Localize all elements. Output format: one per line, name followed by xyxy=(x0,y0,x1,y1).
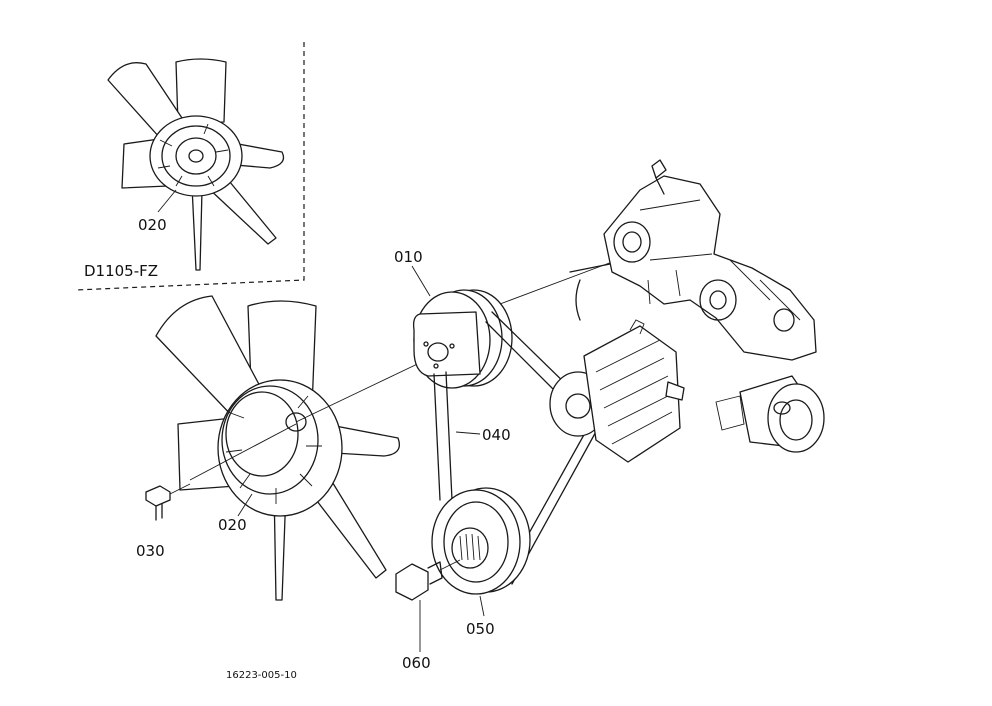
figure-code: 16223-005-10 xyxy=(226,670,297,681)
alternator-drawing xyxy=(549,319,685,463)
variant-label: D1105-FZ xyxy=(84,262,158,280)
inset-fan-drawing xyxy=(107,58,285,271)
oil-filter-drawing xyxy=(715,375,825,453)
fan-callout: 020 xyxy=(218,516,247,534)
pulley-bolt-callout: 060 xyxy=(402,654,431,672)
main-fan-drawing xyxy=(155,295,431,601)
inset-fan-callout: 020 xyxy=(138,216,167,234)
v-belt-callout: 040 xyxy=(482,426,511,444)
engine-housing-drawing xyxy=(499,159,817,361)
fan-bolt-drawing xyxy=(145,483,191,521)
crank-pulley-callout: 050 xyxy=(466,620,495,638)
fan-pulley-callout: 010 xyxy=(394,248,423,266)
inset-box xyxy=(75,42,305,291)
crank-pulley-drawing xyxy=(431,487,531,617)
fan-pulley-drawing xyxy=(411,265,513,389)
pulley-bolt-drawing xyxy=(395,559,461,652)
fan-leader xyxy=(237,493,253,517)
fan-bolt-callout: 030 xyxy=(136,542,165,560)
